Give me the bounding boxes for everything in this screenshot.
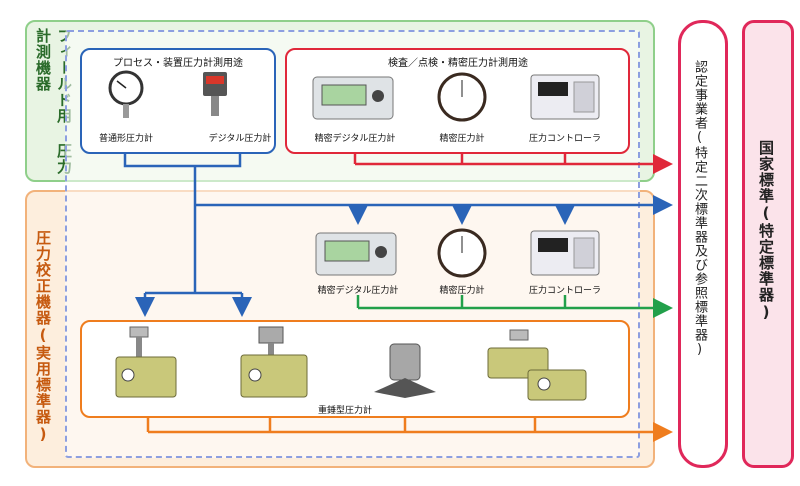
digital-gauge-icon (203, 72, 227, 116)
pressure-controller-icon (530, 74, 600, 120)
inspection-item-label: 精密圧力計 (439, 134, 485, 144)
certified-region-title: 認定事業者(特定二次標準器及び参照標準器) (692, 60, 707, 358)
process-item-label: 普通形圧力計 (98, 134, 154, 144)
calibration-region-title: 圧力校正機器(実用標準器) (34, 230, 52, 444)
process-item-label: デジタル圧力計 (208, 134, 272, 144)
precision-digital-gauge-icon (312, 76, 394, 120)
calib-item-label: 精密デジタル圧力計 (317, 286, 399, 296)
calib-item-label: 圧力コントローラ (528, 286, 602, 296)
national-region-title: 国家標準(特定標準器) (757, 140, 775, 322)
blue-line-process (123, 154, 242, 168)
deadweight-tester-icon (374, 343, 436, 398)
process-group (80, 48, 276, 154)
national-region (742, 20, 794, 468)
pressure-controller-icon (530, 230, 600, 276)
calib-item-label: 精密圧力計 (439, 286, 485, 296)
process-group-title: プロセス・装置圧力計測用途 (113, 58, 243, 69)
pressure-gauge-icon (108, 70, 144, 118)
inspection-group-title: 検査／点検・精密圧力計測用途 (388, 58, 528, 69)
deadweight-tester-icon (487, 329, 587, 401)
certified-region (678, 20, 728, 468)
precision-gauge-icon (437, 72, 487, 122)
deadweight-label: 重錘型圧力計 (317, 406, 373, 416)
precision-digital-gauge-icon (315, 232, 397, 276)
precision-gauge-icon (437, 228, 487, 278)
deadweight-tester-icon (115, 326, 177, 398)
inspection-item-label: 精密デジタル圧力計 (314, 134, 396, 144)
deadweight-tester-icon (240, 326, 308, 398)
inspection-item-label: 圧力コントローラ (528, 134, 602, 144)
